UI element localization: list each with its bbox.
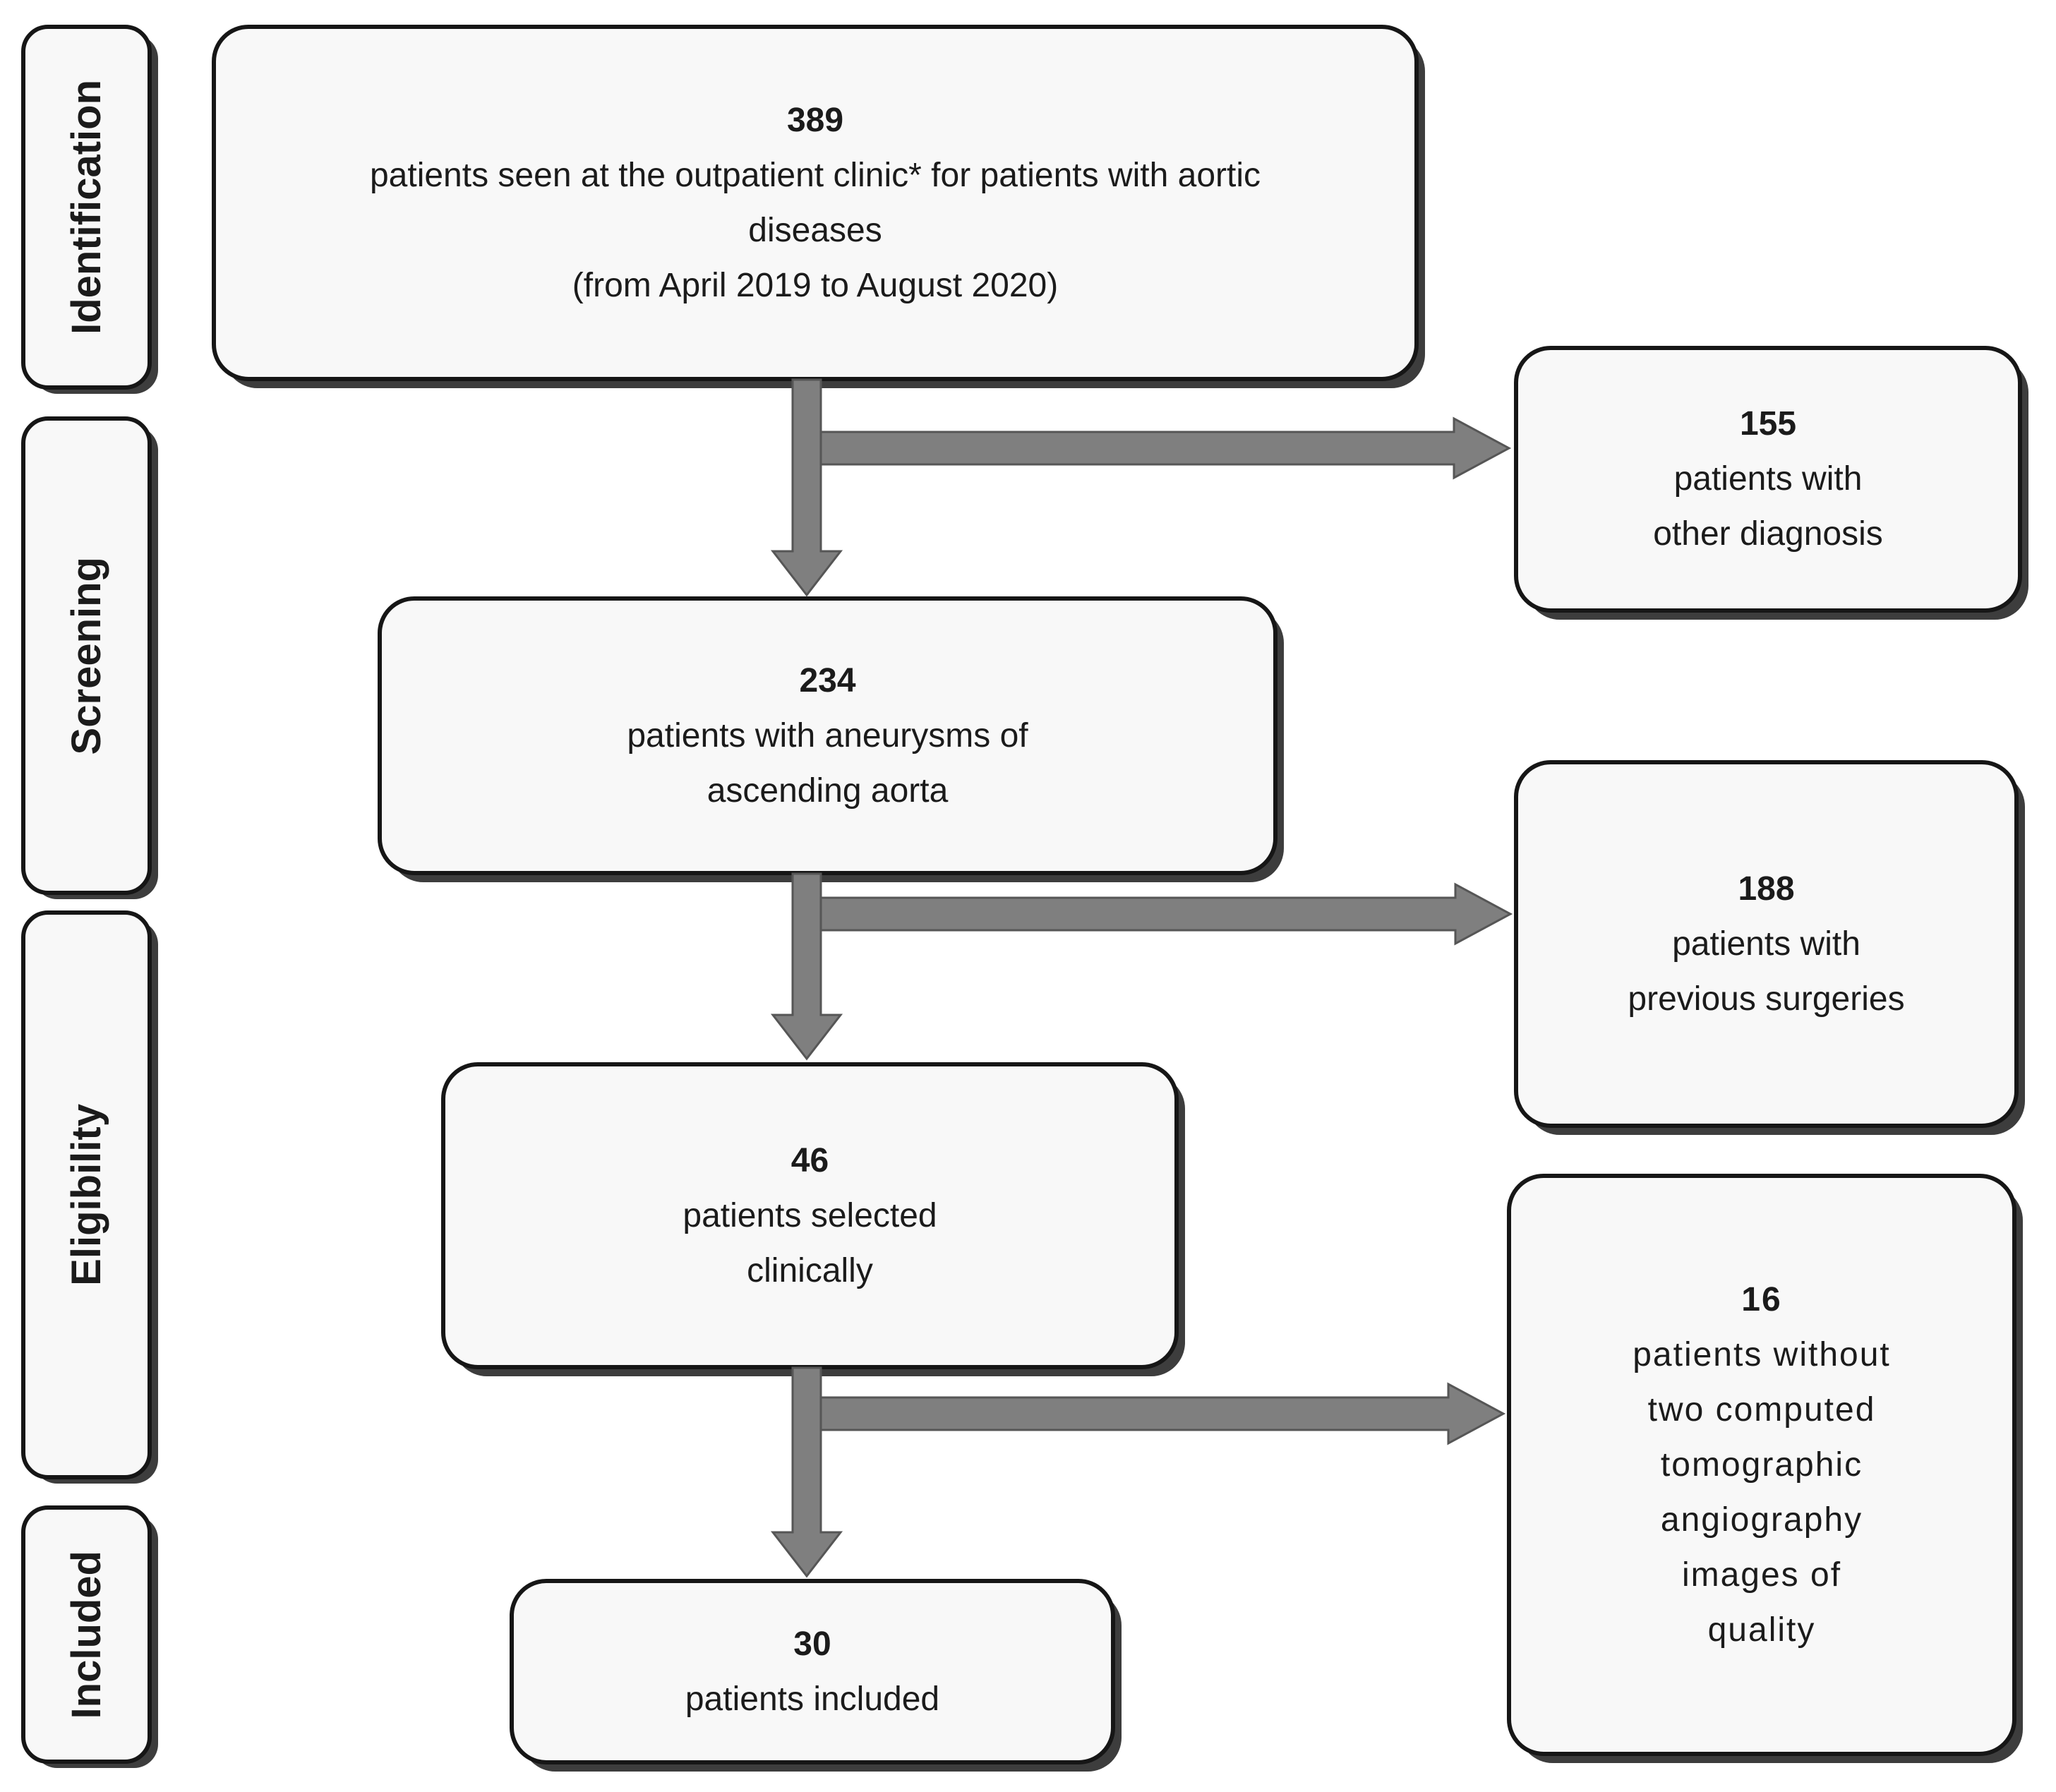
down-arrow-389-to-234 xyxy=(770,378,843,597)
branch-arrow-to-16 xyxy=(791,1382,1506,1445)
branch-arrow-to-155 xyxy=(791,416,1512,480)
flow-text-389: patients seen at the outpatient clinic* … xyxy=(369,156,1261,304)
stage-label-eligibility: Eligibility xyxy=(64,1104,109,1286)
stage-label-screening: Screening xyxy=(64,556,109,755)
exclusion-count-16: 16 xyxy=(1741,1280,1782,1318)
down-arrow-234-to-46 xyxy=(770,872,843,1061)
exclusion-text-188: patients with previous surgeries xyxy=(1628,925,1905,1018)
exclusion-text-16: patients without two computed tomographi… xyxy=(1633,1335,1891,1649)
flow-box-identification-389: 389 patients seen at the outpatient clin… xyxy=(212,25,1419,381)
flow-box-included-30: 30 patients included xyxy=(510,1579,1115,1764)
down-arrow-46-to-30 xyxy=(770,1366,843,1578)
flow-box-screening-234: 234 patients with aneurysms of ascending… xyxy=(378,596,1278,875)
flow-box-eligibility-46: 46 patients selected clinically xyxy=(441,1062,1179,1369)
stage-label-included: Included xyxy=(64,1550,109,1719)
exclusion-box-155: 155 patients with other diagnosis xyxy=(1514,346,2022,613)
stage-box-identification: Identification xyxy=(21,25,152,390)
exclusion-box-16: 16 patients without two computed tomogra… xyxy=(1507,1174,2016,1756)
exclusion-box-188: 188 patients with previous surgeries xyxy=(1514,760,2019,1128)
flow-count-389: 389 xyxy=(786,101,844,139)
flow-text-46: patients selected clinically xyxy=(683,1196,937,1289)
stage-label-identification: Identification xyxy=(64,80,109,335)
exclusion-text-155: patients with other diagnosis xyxy=(1653,460,1883,553)
exclusion-count-155: 155 xyxy=(1739,405,1797,443)
stage-box-included: Included xyxy=(21,1505,152,1764)
flow-count-234: 234 xyxy=(799,661,856,699)
stage-box-eligibility: Eligibility xyxy=(21,910,152,1479)
flow-text-30: patients included xyxy=(685,1680,940,1718)
flow-count-30: 30 xyxy=(793,1625,831,1663)
exclusion-count-188: 188 xyxy=(1738,870,1795,908)
flow-text-234: patients with aneurysms of ascending aor… xyxy=(627,716,1028,810)
stage-box-screening: Screening xyxy=(21,416,152,895)
flow-count-46: 46 xyxy=(790,1141,829,1179)
branch-arrow-to-188 xyxy=(791,882,1513,946)
